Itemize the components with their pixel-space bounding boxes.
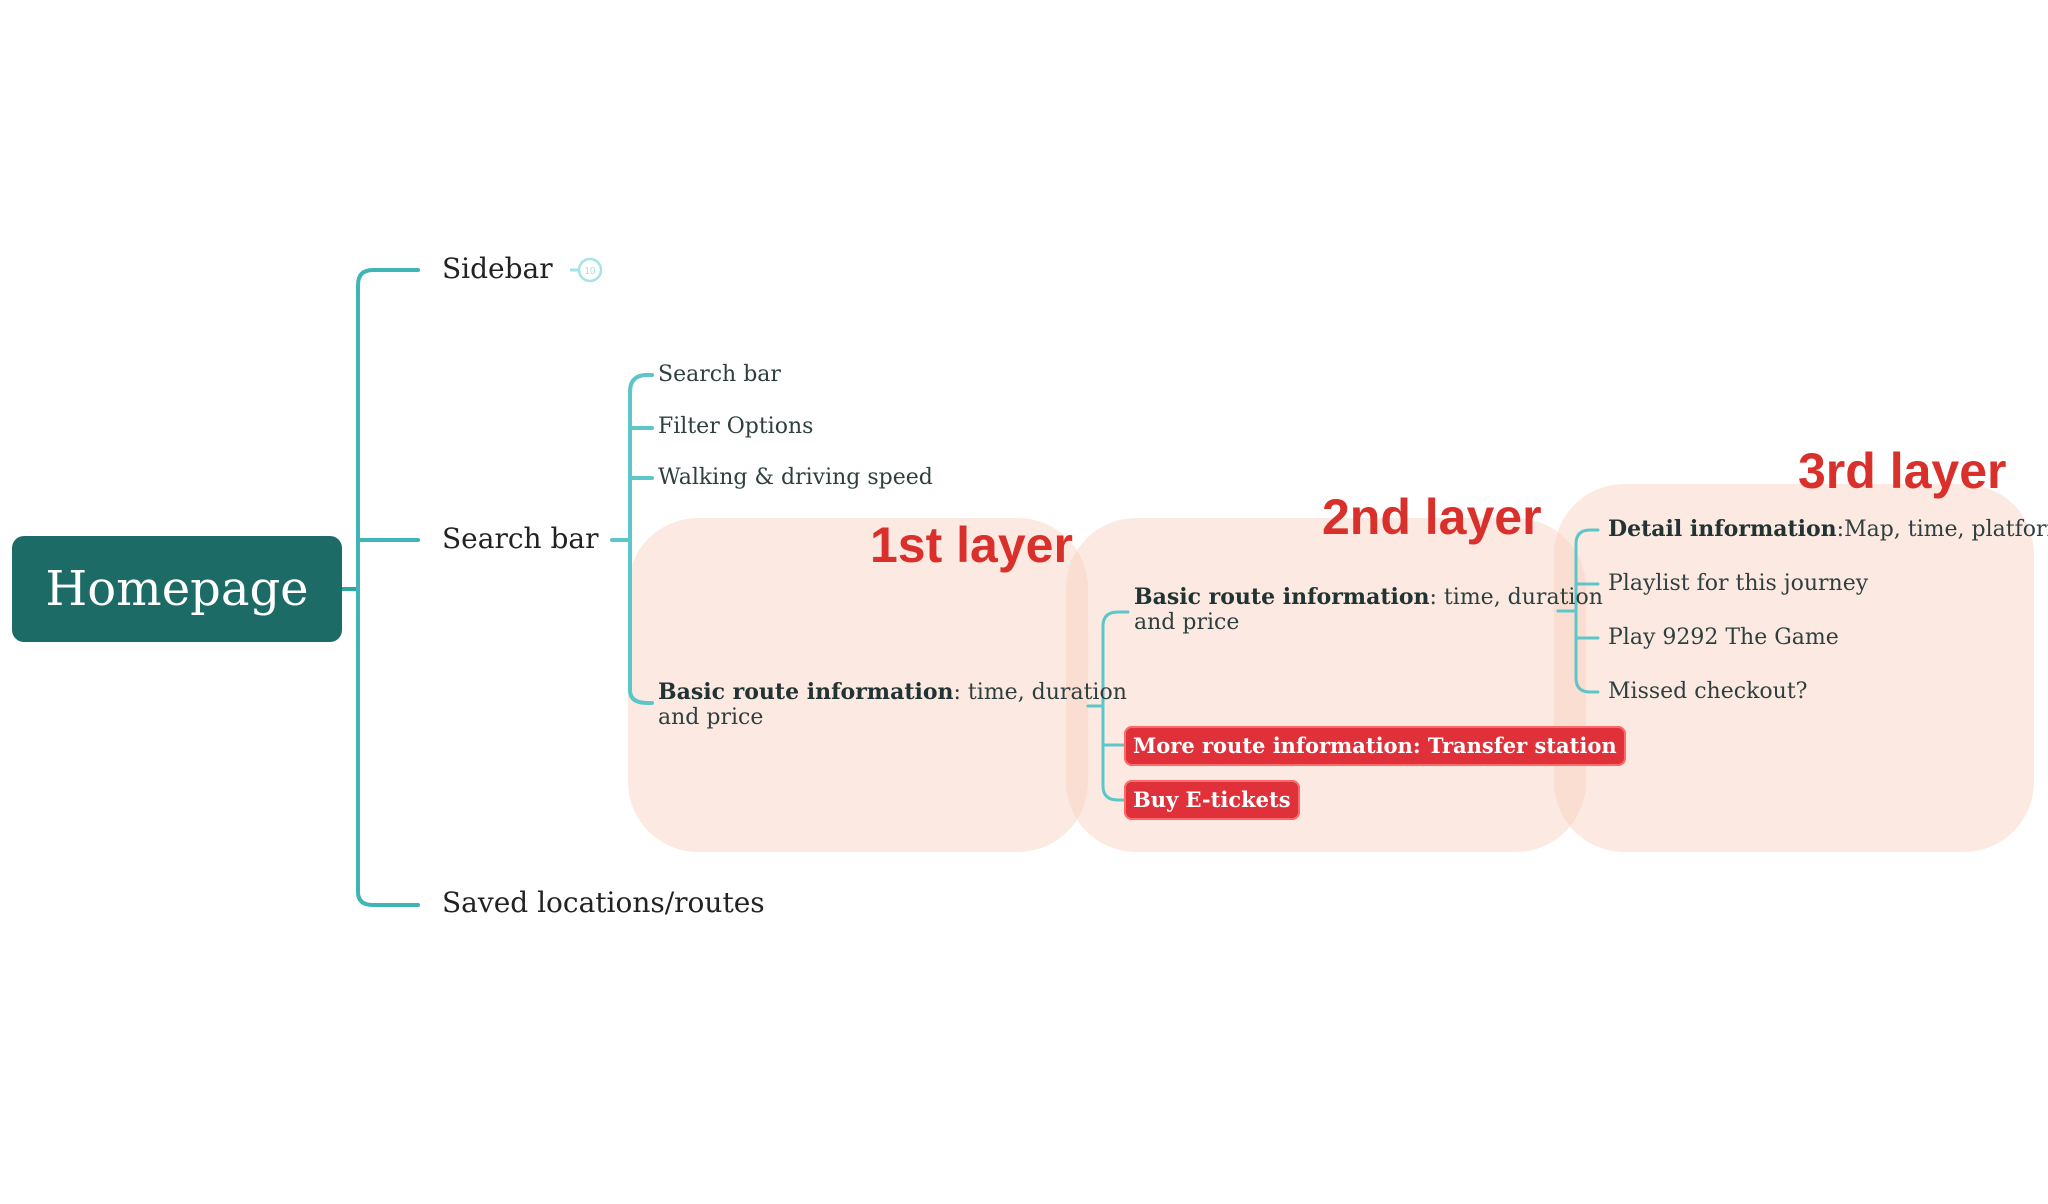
node-walking-speed[interactable]: Walking & driving speed: [658, 465, 933, 490]
basic-route-line2-2: and price: [1134, 610, 1240, 635]
connector-search: [610, 373, 654, 705]
basic-route-line2: and price: [658, 705, 764, 730]
basic-route-title: Basic route information: time, duration: [658, 679, 1127, 706]
basic-route-title-2: Basic route information: time, duration: [1134, 584, 1603, 611]
node-play-game[interactable]: Play 9292 The Game: [1608, 625, 1839, 650]
node-filter-options[interactable]: Filter Options: [658, 414, 814, 439]
connector-trunk: [356, 268, 420, 907]
connector-layer2: [1086, 610, 1130, 802]
node-more-route-info[interactable]: More route information: Transfer station: [1124, 726, 1626, 766]
node-search-bar-child[interactable]: Search bar: [658, 362, 781, 387]
layer-label-third: 3rd layer: [1798, 443, 2007, 499]
layer-1-region: [628, 518, 1088, 852]
layer-label-first: 1st layer: [870, 517, 1073, 573]
node-search-bar[interactable]: Search bar: [442, 522, 599, 555]
connector-layer3: [1556, 528, 1600, 694]
root-node-homepage[interactable]: Homepage: [12, 536, 342, 642]
node-missed-checkout[interactable]: Missed checkout?: [1608, 679, 1808, 704]
node-saved-locations[interactable]: Saved locations/routes: [442, 886, 765, 919]
layer-3-region: [1554, 484, 2034, 852]
collapse-count: 10: [584, 266, 596, 277]
node-playlist[interactable]: Playlist for this journey: [1608, 571, 1869, 596]
layer-label-second: 2nd layer: [1322, 489, 1542, 545]
node-basic-route-layer2[interactable]: Basic route information: time, duration …: [1134, 584, 1603, 636]
node-buy-e-tickets[interactable]: Buy E-tickets: [1124, 780, 1300, 820]
node-detail-information[interactable]: Detail information:Map, time, platform: [1608, 516, 2048, 543]
collapse-count-icon[interactable]: 10: [570, 256, 604, 284]
node-sidebar[interactable]: Sidebar: [442, 252, 553, 285]
node-basic-route-layer1[interactable]: Basic route information: time, duration …: [658, 679, 1127, 731]
